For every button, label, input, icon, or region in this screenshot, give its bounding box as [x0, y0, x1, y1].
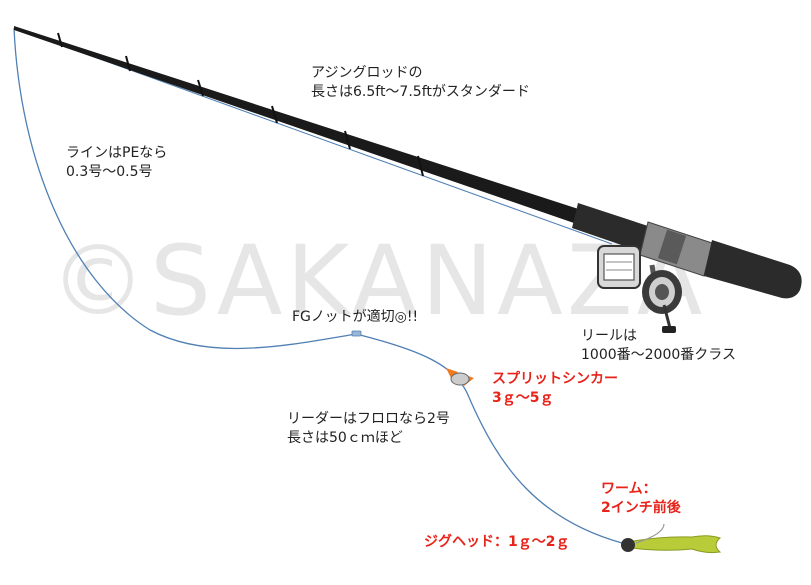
knot-marker	[351, 330, 362, 337]
fore-grip	[572, 203, 648, 252]
rod-guides	[57, 32, 424, 177]
leader-label-line1: リーダーはフロロなら2号	[287, 411, 450, 427]
jighead	[621, 538, 635, 552]
reel-label-line2: 1000番～2000番クラス	[581, 347, 736, 363]
watermark-text: ©SAKANAZA	[50, 225, 707, 337]
line-label-line1: ラインはPEなら	[66, 145, 168, 161]
reel-label-line1: リールは	[581, 328, 637, 344]
leader-line	[355, 333, 623, 544]
worm-label-line1: ワーム：	[601, 481, 657, 497]
worm-label-line2: 2インチ前後	[601, 500, 681, 516]
reel	[597, 245, 682, 333]
main-line	[13, 27, 357, 350]
jighead-label: ジグヘッド：1ｇ～2ｇ	[424, 534, 570, 550]
worm	[627, 535, 722, 554]
jighead-worm-rig	[621, 523, 722, 554]
split-sinker	[446, 368, 474, 386]
leader-label-line2: 長さは50ｃｍほど	[287, 430, 403, 446]
rear-grip	[704, 240, 802, 299]
rod-label-line1: アジングロッドの	[311, 65, 423, 81]
sinker-label-line1: スプリットシンカー	[492, 371, 618, 387]
knot-label: FGノットが適切◎!!	[292, 309, 419, 325]
line-label-line2: 0.3号～0.5号	[66, 164, 153, 180]
sinker-label-line2: 3ｇ～5ｇ	[492, 390, 554, 406]
hook	[635, 523, 665, 544]
rod	[14, 26, 802, 299]
rod-label-line2: 長さは6.5ft～7.5ftがスタンダード	[311, 84, 530, 100]
